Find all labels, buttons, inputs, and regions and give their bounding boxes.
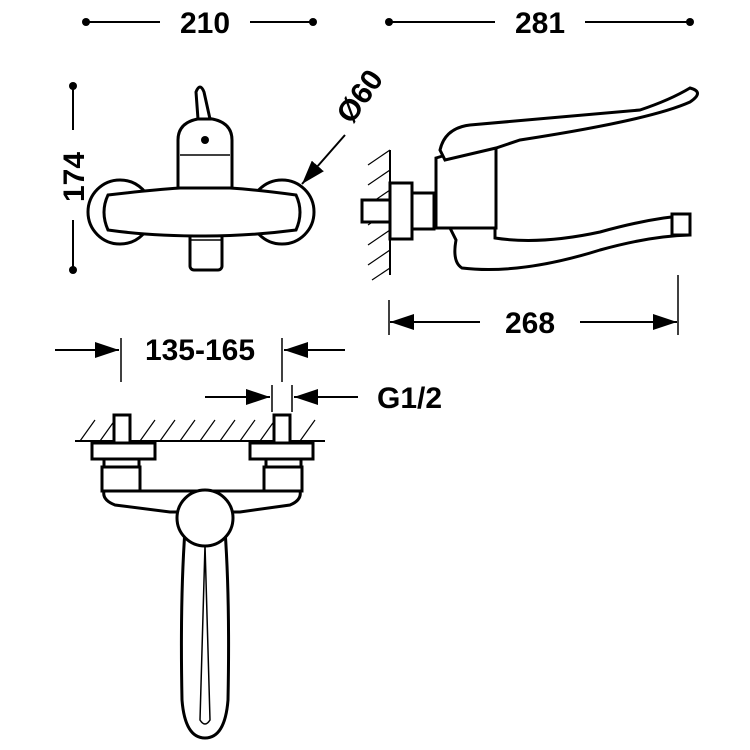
side-view — [360, 86, 699, 281]
dimension-281: 281 — [385, 7, 694, 40]
dimension-210: 210 — [82, 7, 317, 40]
front-view — [86, 85, 316, 272]
dimension-label-268: 268 — [505, 307, 555, 340]
dimension-label-thread: G1/2 — [377, 382, 442, 415]
dimension-diameter-60: Ø60 — [301, 64, 390, 185]
dimension-135-165: 135-165 — [55, 334, 345, 382]
dimension-268: 268 — [388, 275, 679, 340]
dimension-label-281: 281 — [515, 7, 565, 40]
dimension-label-210: 210 — [180, 7, 230, 40]
top-view — [75, 413, 325, 740]
dimension-label-diameter: Ø60 — [330, 64, 390, 129]
dimension-label-135-165: 135-165 — [145, 334, 255, 367]
dimension-label-174: 174 — [58, 152, 91, 202]
dimension-174: 174 — [58, 82, 91, 274]
dimension-g12: G1/2 — [205, 382, 442, 415]
